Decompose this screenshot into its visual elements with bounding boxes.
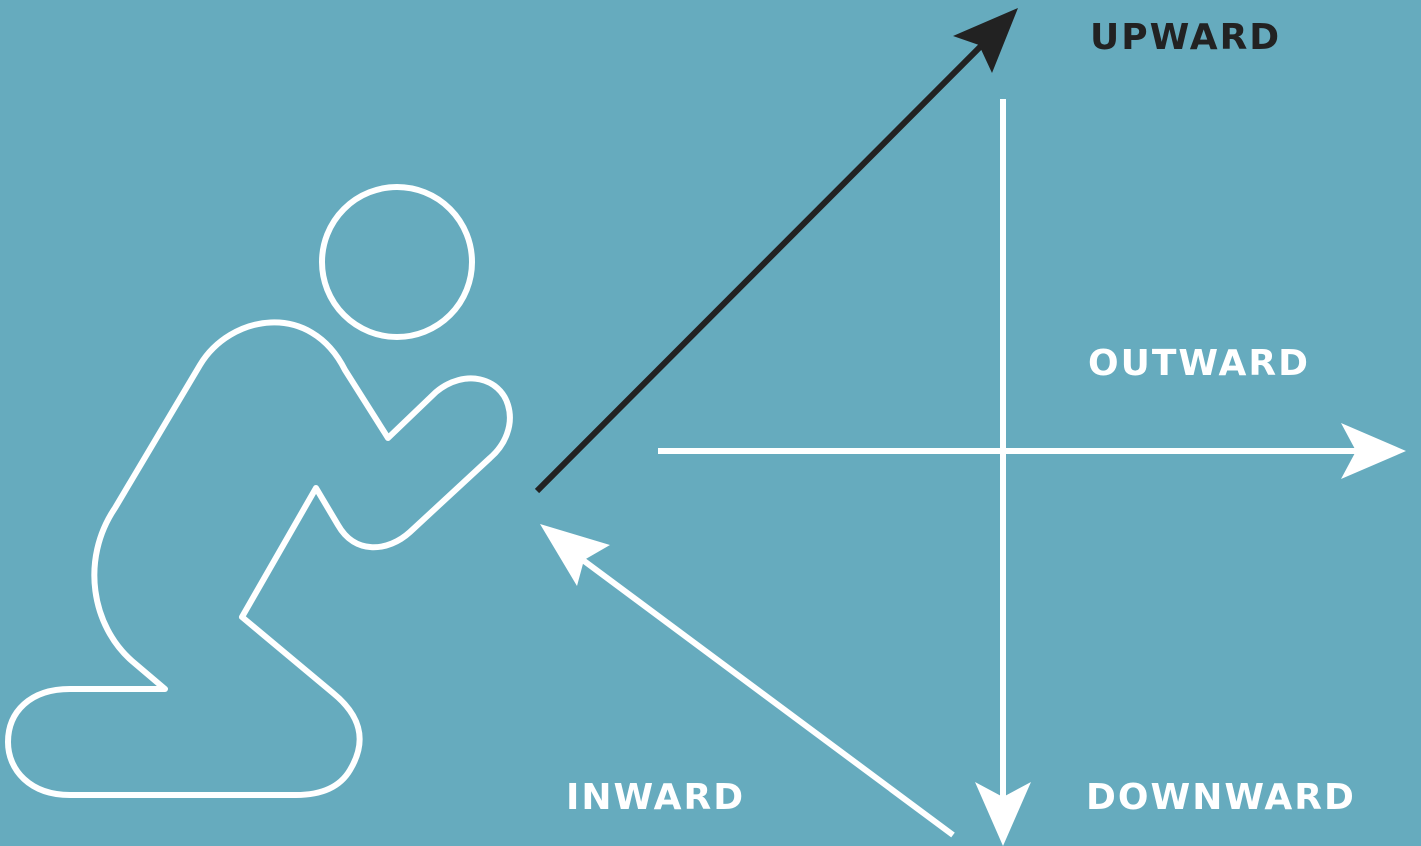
- downward-arrowhead: [975, 782, 1031, 846]
- arrow-up-left-icon: [540, 524, 955, 838]
- inward-arrow-shaft: [566, 546, 955, 838]
- upward-label: UPWARD: [1090, 17, 1282, 58]
- downward-label: DOWNWARD: [1086, 777, 1356, 818]
- outward-arrowhead: [1341, 423, 1406, 479]
- arrow-right-icon: [658, 423, 1406, 479]
- inward-arrowhead: [540, 524, 610, 586]
- arrow-up-right-icon: [534, 8, 1018, 494]
- inward-label: INWARD: [566, 777, 746, 818]
- upward-arrow-shaft: [534, 39, 988, 494]
- upward-arrowhead: [953, 8, 1018, 73]
- figure-body: [5, 319, 513, 798]
- figure-head: [319, 184, 475, 340]
- outward-label: OUTWARD: [1088, 343, 1310, 384]
- arrow-down-icon: [975, 99, 1031, 846]
- kneeling-praying-person-icon: [5, 184, 513, 798]
